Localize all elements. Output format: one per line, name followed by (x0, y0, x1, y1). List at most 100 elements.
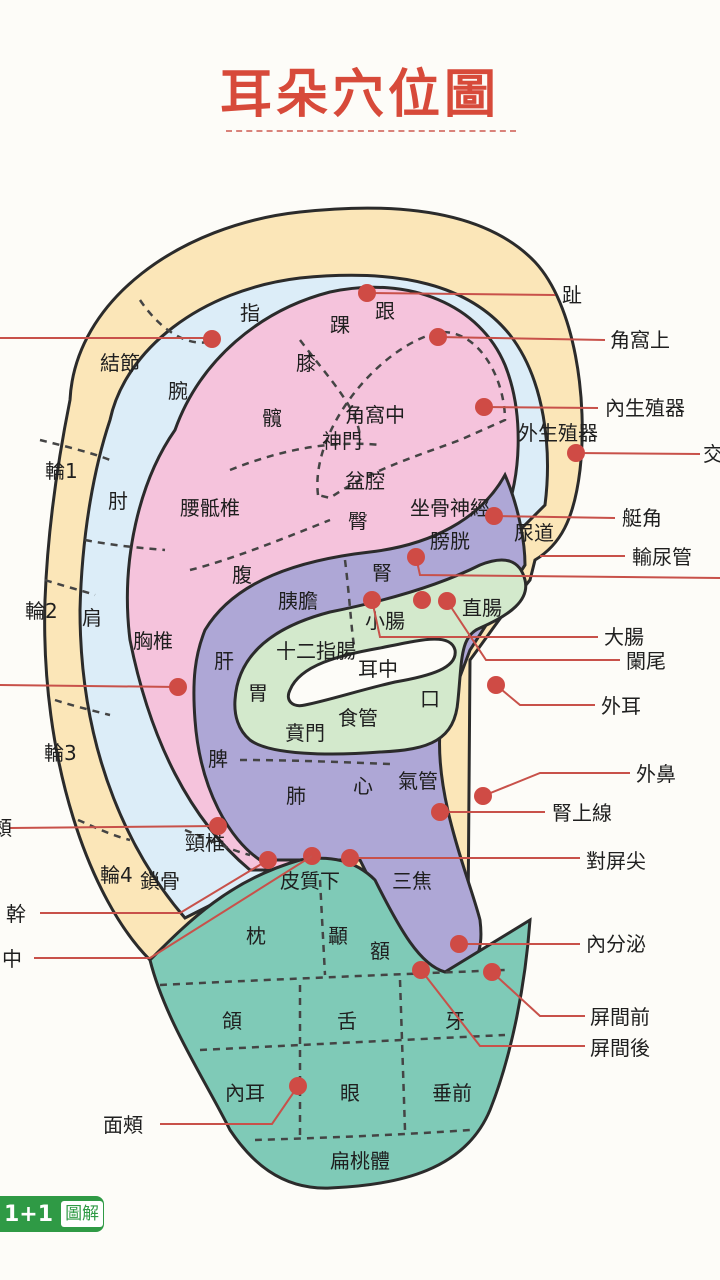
helix-labels: 輪1 輪2 輪3 輪4 (25, 459, 133, 887)
zone-label: 小腸 (365, 609, 405, 633)
zone-label: 膝 (296, 351, 316, 375)
zone-label: 角窩中 (345, 403, 405, 427)
zone-label: 三焦 (392, 869, 432, 893)
zone-label: 輪4 (100, 863, 133, 887)
helix-crus-inner (286, 637, 457, 708)
zone-label: 十二指腸 (276, 639, 356, 663)
zone-divider (77, 818, 131, 842)
zone-label: 肝 (214, 649, 234, 673)
zone-label: 牙 (445, 1009, 465, 1033)
zone-label: 坐骨神經 (410, 496, 490, 520)
zone-divider (239, 758, 391, 766)
zone-label: 腎 (372, 561, 392, 585)
zone-divider (343, 559, 357, 651)
zone-label: 口 (420, 687, 440, 711)
zone-label: 跟 (375, 299, 395, 323)
acupoint-marker (259, 851, 277, 869)
point-label: 外耳 (601, 694, 641, 718)
zone-label: 髖 (262, 406, 282, 430)
zone-label: 枕 (246, 924, 266, 948)
point-label: 艇角 (622, 506, 662, 530)
zone-divider (299, 339, 362, 441)
acupoint-marker (412, 961, 430, 979)
antihelix-labels: 踝 跟 膝 髖 角窩中 神門 盆腔 腰骶椎 坐骨神經 臀 腹 胸椎 頸椎 (133, 299, 490, 855)
zone-label: 臀 (348, 509, 368, 533)
zone-divider (199, 1033, 506, 1052)
acupoint-marker (413, 591, 431, 609)
acupoint-marker (341, 849, 359, 867)
zone-label: 腕 (168, 379, 188, 403)
zone-label: 踝 (330, 313, 350, 337)
point-label: 角窩上 (610, 328, 670, 352)
point-label: 闌尾 (626, 649, 666, 673)
zone-label: 舌 (337, 1009, 357, 1033)
acupoint-marker (438, 592, 456, 610)
zone-label: 膀胱 (430, 529, 470, 553)
point-label: 交 (703, 442, 720, 466)
zone-label: 外生殖器 (518, 421, 598, 445)
zone-label: 腹 (232, 563, 252, 587)
logo-text: 圖解 (61, 1201, 104, 1227)
acupoint-marker (567, 444, 585, 462)
zone-label: 結節 (100, 351, 140, 375)
acupoint-marker (431, 803, 449, 821)
acupoint-marker (289, 1077, 307, 1095)
point-label: 內分泌 (586, 932, 646, 956)
zone-label: 肩 (82, 606, 102, 630)
title-divider (226, 130, 516, 132)
acupoint-marker (169, 678, 187, 696)
lobe-labels: 皮質下 枕 顳 額 頜 舌 牙 內耳 眼 垂前 扁桃體 (222, 869, 472, 1173)
crus-labels: 耳中 直腸 (358, 596, 502, 681)
zone-divider (318, 879, 327, 976)
zone-label: 輪1 (45, 459, 78, 483)
zone-divider (44, 578, 96, 597)
acupoint-marker (483, 963, 501, 981)
point-label: 面頰 (103, 1113, 143, 1137)
brand-logo: 1+1 圖解 (0, 1196, 104, 1232)
acupoint-marker (209, 817, 227, 835)
zone-divider (189, 518, 331, 572)
zone-divider (54, 698, 111, 717)
acupoint-marker (407, 548, 425, 566)
acupoint-marker (475, 398, 493, 416)
zone-label: 腰骶椎 (180, 496, 240, 520)
zone-label: 顳 (328, 924, 348, 948)
zone-label: 心 (353, 774, 373, 798)
point-label: 屏間後 (590, 1036, 650, 1060)
zone-label: 氣管 (398, 769, 438, 793)
acupoint-marker (487, 676, 505, 694)
zone-label: 胸椎 (133, 629, 173, 653)
fossa-outline (316, 330, 507, 500)
zone-label: 輪3 (44, 741, 77, 765)
zone-label: 耳中 (358, 657, 398, 681)
zone-label: 鎖骨 (140, 869, 180, 893)
point-label: 大腸 (604, 625, 644, 649)
acupoint-marker (429, 328, 447, 346)
zone-label: 眼 (340, 1081, 360, 1105)
zone-divider (84, 538, 166, 552)
zone-label: 內耳 (225, 1081, 265, 1105)
acupoint-marker (474, 787, 492, 805)
point-label: 輸尿管 (632, 545, 692, 569)
zone-label: 胃 (248, 681, 268, 705)
point-label: 對屏尖 (586, 849, 646, 873)
point-label: 外鼻 (636, 762, 676, 786)
concha-labels: 外生殖器 尿道 膀胱 腎 胰膽 肝 脾 肺 心 氣管 三焦 十二指腸 小腸 胃 … (208, 421, 598, 893)
page-title: 耳朵穴位圖 (219, 65, 500, 125)
zone-label: 盆腔 (345, 469, 385, 493)
logo-number: 1+1 (4, 1201, 54, 1227)
zone-label: 額 (370, 939, 390, 963)
point-label: 幹 (6, 902, 26, 926)
zone-label: 頸椎 (185, 831, 225, 855)
zone-label: 神門 (322, 429, 362, 453)
acupoint-marker (450, 935, 468, 953)
acupoint-marker (358, 284, 376, 302)
zone-label: 肺 (286, 784, 306, 808)
zone-label: 肘 (108, 489, 128, 513)
zone-label: 頜 (222, 1009, 242, 1033)
acupoint-marker (363, 591, 381, 609)
zone-label: 指 (240, 301, 260, 325)
zone-divider (229, 442, 381, 472)
point-label: 趾 (562, 283, 582, 307)
